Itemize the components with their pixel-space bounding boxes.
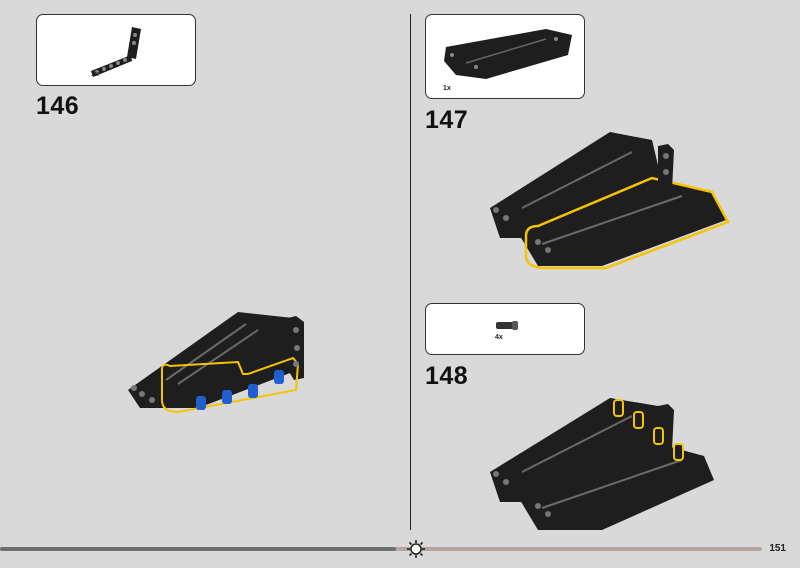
parts-callout-148: 4x xyxy=(425,303,585,355)
page-number: 151 xyxy=(769,543,786,554)
gear-icon xyxy=(407,540,425,558)
parts-callout-146: 1x xyxy=(36,14,196,86)
progress-completed xyxy=(0,547,396,551)
step-number-148: 148 xyxy=(425,362,469,390)
assembly-illustration-146 xyxy=(128,312,304,414)
progress-bar xyxy=(0,547,762,551)
part-quantity: 4x xyxy=(495,334,503,341)
parts-callout-147: 1x xyxy=(425,14,585,99)
pin-part-icon xyxy=(496,321,518,330)
assembly-illustration-147 xyxy=(490,132,730,270)
part-quantity: 1x xyxy=(91,71,99,78)
page-divider xyxy=(410,14,411,530)
step-number-146: 146 xyxy=(36,92,80,120)
beam-part-icon xyxy=(91,27,141,77)
step-number-147: 147 xyxy=(425,106,469,134)
panel-part-icon xyxy=(444,29,572,79)
part-quantity: 1x xyxy=(443,85,451,92)
assembly-illustration-148 xyxy=(490,398,714,530)
